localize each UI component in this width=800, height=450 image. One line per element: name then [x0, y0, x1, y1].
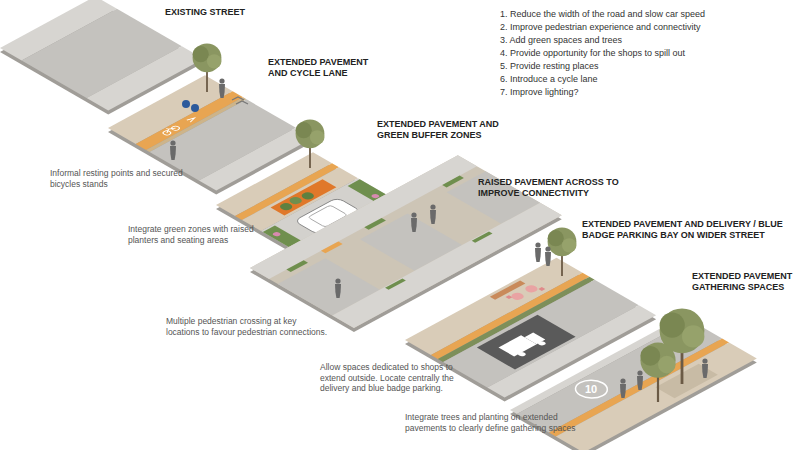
speed-roundel [569, 376, 614, 401]
cafe-table [509, 292, 526, 302]
slab-heading: EXTENDED PAVEMENT AND CYCLE LANE [268, 57, 380, 79]
road-band [22, 9, 182, 98]
slab-heading: EXISTING STREET [165, 7, 305, 18]
tree [640, 343, 675, 402]
bin [182, 100, 190, 108]
lane-arrow [187, 117, 197, 122]
slab-heading: EXTENDED PAVEMENT AND GREEN BUFFER ZONES [377, 119, 522, 141]
person [430, 204, 436, 224]
planting [299, 191, 316, 201]
bin [191, 104, 199, 112]
person [620, 378, 626, 398]
objective-item: 1. Reduce the width of the road and slow… [500, 8, 795, 21]
cycle-strip [321, 241, 343, 253]
pavement-band [87, 46, 204, 110]
caption-note: Allow spaces dedicated to shops to exten… [320, 362, 470, 394]
person [219, 78, 225, 98]
green-strip [472, 231, 493, 242]
bike-wheel [170, 125, 180, 131]
caption-note: Multiple pedestrian crossing at key loca… [166, 316, 331, 337]
objective-item: 2. Improve pedestrian experience and con… [500, 21, 795, 34]
caption-note: Integrate green zones with raised plante… [128, 224, 263, 245]
caption-note: Informal resting points and secured bicy… [50, 168, 190, 189]
bicycle-stand [232, 97, 248, 104]
green-strip [385, 278, 406, 289]
person [545, 246, 551, 266]
objective-item: 6. Introduce a cycle lane [500, 73, 795, 86]
bike-frame [163, 126, 176, 133]
slab-heading: EXTENDED PAVEMENT AND DELIVERY / BLUE BA… [582, 219, 794, 241]
pavement-band [556, 343, 757, 450]
slab-heading: RAISED PAVEMENT ACROSS TO IMPROVE CONNEC… [478, 177, 633, 199]
person [637, 370, 643, 390]
caption-note: Integrate trees and planting on extended… [405, 412, 595, 433]
person [335, 278, 341, 298]
person [170, 140, 176, 160]
truck-wheel [537, 340, 547, 346]
objective-item: 7. Improve lighting? [500, 86, 795, 99]
truck-wheel [517, 351, 527, 357]
flowers [271, 231, 281, 237]
tree [296, 119, 325, 168]
road-marking-number: 10 [579, 382, 603, 396]
objective-item: 3. Add green spaces and trees [500, 34, 795, 47]
objective-item: 5. Provide resting places [500, 60, 795, 73]
bike-marking [160, 115, 197, 135]
person [702, 358, 708, 378]
cafe-chair [505, 295, 512, 299]
cafe-table [523, 284, 540, 294]
tree [193, 43, 222, 92]
planting [287, 196, 304, 206]
person [411, 212, 417, 232]
person [535, 242, 541, 262]
slab-heading: EXTENDED PAVEMENT GATHERING SPACES [692, 271, 798, 293]
cafe-chair [538, 287, 545, 291]
tree [548, 227, 577, 276]
objective-item: 4. Provide opportunity for the shops to … [500, 47, 795, 60]
